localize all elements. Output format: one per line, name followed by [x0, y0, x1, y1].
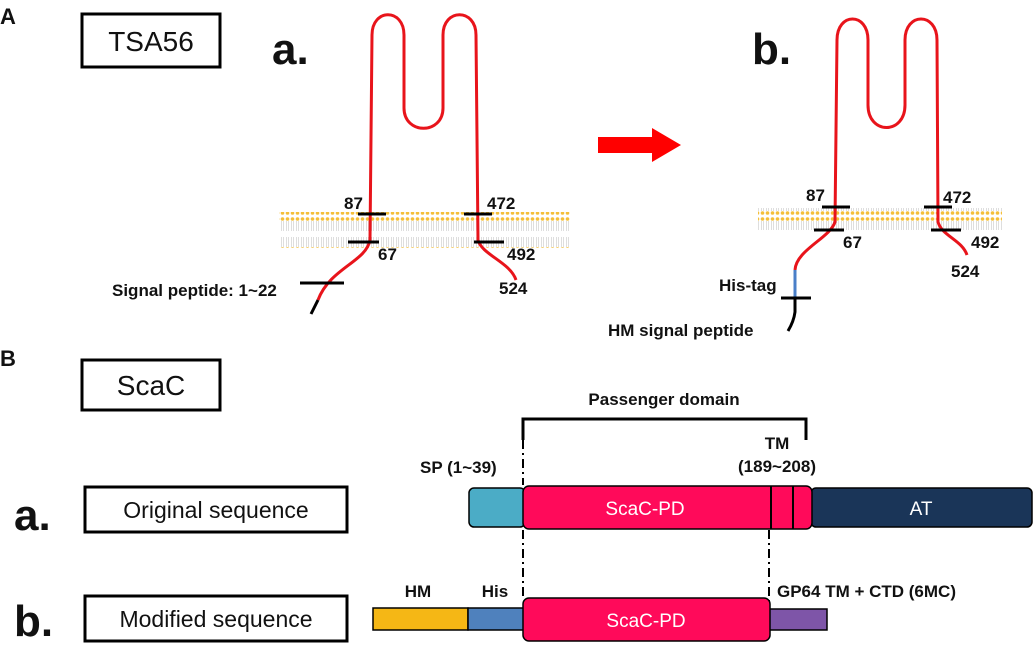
- tsa56-chain-a: [316, 13, 518, 301]
- hm-label: HM: [405, 582, 431, 601]
- sp-domain-a: [468, 487, 526, 528]
- original-sequence-box: [83, 485, 349, 534]
- panel-a-sub-a-letter: a.: [272, 25, 309, 74]
- gp64-domain: [765, 608, 828, 631]
- tsa56-chain-b: [793, 17, 969, 271]
- tm-label-line2: (189~208): [738, 457, 816, 476]
- passenger-domain-label: Passenger domain: [588, 390, 739, 409]
- residue-524-a: 524: [499, 279, 528, 298]
- scac-name: ScaC: [117, 370, 185, 401]
- scac-pd-domain-a: [522, 485, 813, 530]
- tm-label-line1: TM: [765, 434, 790, 453]
- residue-87-b: 87: [806, 186, 825, 205]
- row-b-letter: b.: [14, 597, 53, 646]
- passenger-domain-bracket: [521, 417, 808, 440]
- signal-peptide-segment-a: [309, 299, 320, 315]
- at-label: AT: [910, 499, 933, 520]
- scac-pd-label-a: ScaC-PD: [605, 499, 684, 520]
- residue-67-b: 67: [843, 233, 862, 252]
- modified-sequence-label: Modified sequence: [119, 606, 312, 632]
- residue-472-a: 472: [487, 194, 515, 213]
- tsa56-name: TSA56: [108, 26, 194, 57]
- panel-b-label: B: [0, 346, 16, 371]
- hm-signal-peptide-label: HM signal peptide: [608, 321, 753, 340]
- scac-name-box: [80, 358, 222, 412]
- residue-492-b: 492: [971, 233, 999, 252]
- scac-pd-label-b: ScaC-PD: [606, 611, 685, 632]
- signal-peptide-label: Signal peptide: 1~22: [112, 281, 277, 300]
- transition-arrow: [598, 128, 681, 162]
- modified-sequence-box: [83, 594, 349, 643]
- tsa56-name-box: [80, 12, 222, 69]
- sp-label: SP (1~39): [420, 458, 497, 477]
- residue-492-a: 492: [507, 245, 535, 264]
- residue-472-b: 472: [943, 188, 971, 207]
- panel-a-sub-b-letter: b.: [752, 25, 791, 74]
- residue-524-b: 524: [951, 262, 980, 281]
- his-domain: [467, 607, 526, 631]
- panel-a-label: A: [0, 4, 16, 29]
- membrane-a: [279, 212, 570, 248]
- gp64-label: GP64 TM + CTD (6MC): [777, 582, 956, 601]
- row-a-letter: a.: [14, 491, 51, 540]
- membrane-b: [758, 208, 1002, 230]
- his-label: His: [482, 582, 508, 601]
- residue-67-a: 67: [378, 245, 397, 264]
- residue-87-a: 87: [344, 194, 363, 213]
- original-sequence-label: Original sequence: [123, 497, 308, 523]
- his-tag-label: His-tag: [719, 276, 777, 295]
- hm-signal-segment: [786, 298, 797, 332]
- scac-pd-domain-b: [522, 597, 771, 642]
- hm-domain: [372, 607, 469, 631]
